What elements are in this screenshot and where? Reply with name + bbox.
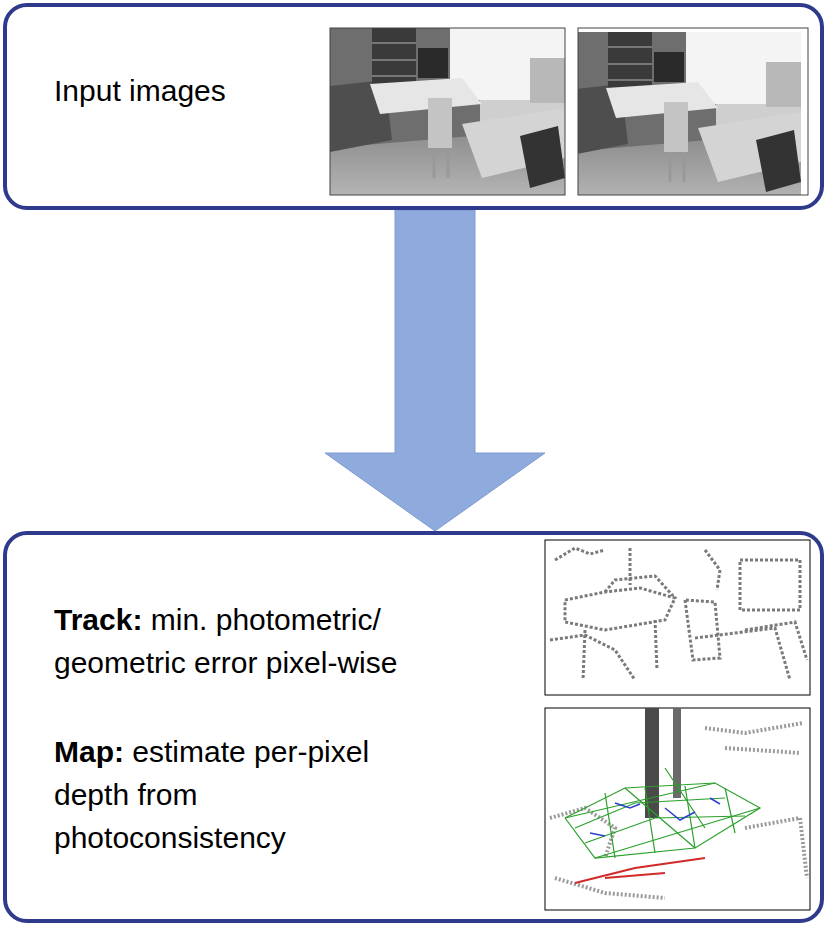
tracking-edge-image bbox=[550, 548, 807, 680]
map-point-cloud bbox=[545, 708, 810, 910]
map-point-cloud bbox=[605, 873, 665, 878]
block-arrow bbox=[325, 210, 545, 531]
input-photo bbox=[330, 28, 565, 195]
map-point-cloud bbox=[590, 798, 720, 836]
map-point-cloud bbox=[590, 833, 605, 836]
map-point-cloud bbox=[705, 723, 803, 733]
input-photo bbox=[578, 32, 801, 195]
tracking-edge-image bbox=[545, 540, 810, 695]
node-text: Input images bbox=[54, 69, 324, 112]
tracking-edge-image bbox=[695, 628, 790, 680]
input-photo bbox=[330, 28, 565, 195]
map-point-cloud bbox=[665, 768, 705, 828]
map-point-cloud bbox=[555, 878, 665, 898]
input-photo bbox=[578, 32, 801, 195]
tracking-edge-image bbox=[555, 548, 605, 560]
map-point-cloud bbox=[575, 858, 705, 883]
map-point-cloud bbox=[725, 788, 735, 833]
tracking-edge-image bbox=[705, 550, 720, 590]
map-point-cloud bbox=[710, 798, 720, 804]
node-text: Map: estimate per-pixel depth from photo… bbox=[54, 730, 404, 859]
map-point-cloud bbox=[565, 783, 760, 858]
tracking-edge-image bbox=[550, 635, 635, 680]
tracking-edge-image bbox=[565, 588, 675, 630]
map-point-cloud bbox=[605, 793, 615, 858]
tracking-edge-image bbox=[740, 560, 800, 610]
map-point-cloud bbox=[565, 768, 760, 858]
map-point-cloud bbox=[575, 858, 705, 883]
text-lead: Track: bbox=[54, 603, 142, 636]
tracking-edge-image bbox=[545, 540, 810, 695]
tracking-edge-image bbox=[583, 630, 585, 680]
map-point-cloud bbox=[615, 803, 640, 808]
tracking-edge-image bbox=[605, 576, 675, 598]
process-box: Track: min. photometric/ geometric error… bbox=[3, 531, 824, 923]
input-box: Input images bbox=[3, 3, 824, 210]
tracking-edge-image bbox=[629, 548, 632, 585]
input-photo bbox=[578, 28, 808, 195]
map-point-cloud bbox=[665, 808, 695, 820]
input-photo bbox=[330, 28, 565, 195]
node-text: Track: min. photometric/ geometric error… bbox=[54, 598, 514, 684]
tracking-edge-image bbox=[685, 600, 720, 660]
map-point-cloud bbox=[745, 818, 807, 878]
text-lead: Map: bbox=[54, 735, 124, 768]
map-point-cloud bbox=[725, 748, 800, 753]
input-photo bbox=[330, 28, 565, 195]
input-photo bbox=[566, 28, 808, 199]
tracking-edge-image bbox=[655, 620, 657, 670]
map-point-cloud bbox=[545, 708, 810, 910]
